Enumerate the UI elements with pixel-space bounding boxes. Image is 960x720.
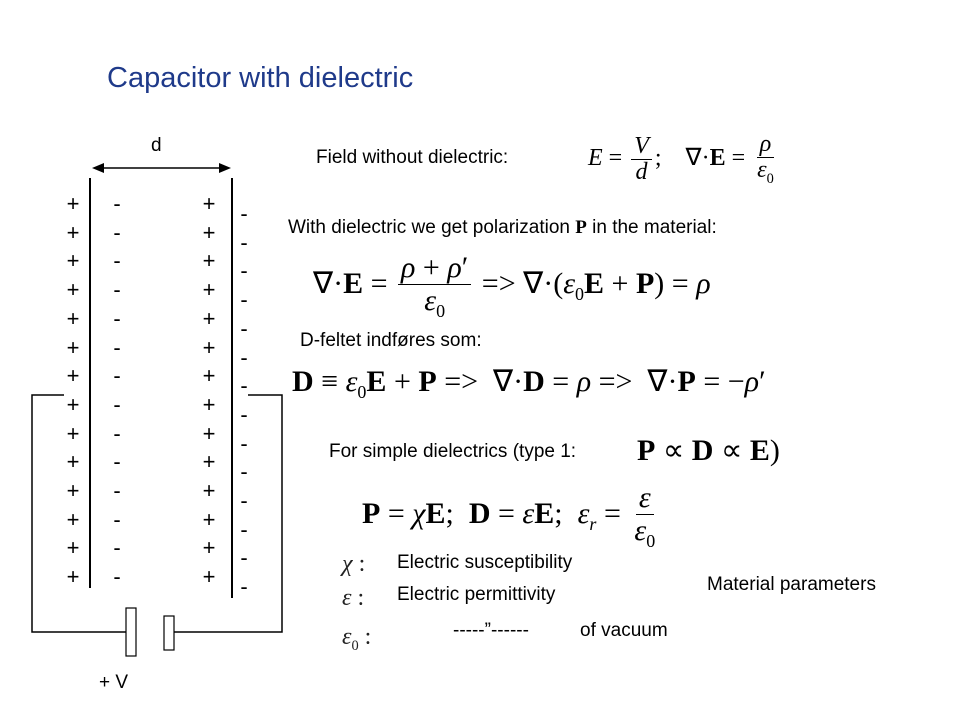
left-plate-charge: + xyxy=(66,535,80,561)
gap-arrow-right-head xyxy=(219,163,231,173)
dfield-definition-equation: D ≡ ε0E + P => ∇·D = ρ => ∇·P = −ρ′ xyxy=(292,365,766,402)
right-plate-charge: - xyxy=(240,229,248,255)
left-dielectric-charge: - xyxy=(113,535,121,561)
right-dielectric-charge: + xyxy=(202,391,216,417)
epsilon-symbol: ε : xyxy=(342,585,365,611)
right-plate-charge: - xyxy=(240,315,248,341)
right-plate-charges: -------------- xyxy=(234,200,254,602)
right-plate-charge: - xyxy=(240,430,248,456)
left-dielectric-charge: - xyxy=(113,191,121,216)
right-plate-charge: - xyxy=(240,287,248,313)
legend-chi-text: Electric susceptibility xyxy=(397,552,573,573)
battery-positive-plate xyxy=(125,607,137,657)
left-wire xyxy=(31,394,126,633)
left-plate-charge: + xyxy=(66,420,80,446)
left-dielectric-charge: - xyxy=(113,219,121,245)
left-dielectric-charge: - xyxy=(113,391,121,417)
polarization-post: in the material: xyxy=(592,217,717,238)
page-title: Capacitor with dielectric xyxy=(107,62,414,94)
left-dielectric-charge: - xyxy=(113,363,121,389)
left-dielectric-charge: - xyxy=(113,506,121,532)
right-plate-charge: - xyxy=(240,344,248,370)
voltage-label: + V xyxy=(99,672,129,693)
battery-negative-plate xyxy=(163,615,175,651)
simple-dielectrics-label: For simple dielectrics (type 1: xyxy=(329,441,577,462)
gap-label: d xyxy=(151,135,162,156)
right-plate-charge: - xyxy=(240,574,248,600)
left-plate-charge: + xyxy=(66,478,80,504)
proportionality-equation: P ∝ D ∝ E) xyxy=(637,434,780,467)
right-dielectric-charge: + xyxy=(202,219,216,245)
material-parameters-label: Material parameters xyxy=(707,574,876,595)
left-plate-charge: + xyxy=(66,363,80,389)
right-plate-charge: - xyxy=(240,488,248,514)
left-plate-charges: ++++++++++++++ xyxy=(63,190,83,592)
right-dielectric-charge: + xyxy=(202,506,216,532)
left-dielectric-charge: - xyxy=(113,449,121,475)
right-dielectric-charge: + xyxy=(202,449,216,475)
right-plate-charge: - xyxy=(240,373,248,399)
left-dielectric-charge: - xyxy=(113,478,121,504)
left-dielectric-charge: - xyxy=(113,277,121,303)
dfield-intro-label: D-feltet indføres som: xyxy=(300,330,482,351)
right-dielectric-charge: + xyxy=(202,248,216,274)
right-plate-charge: - xyxy=(240,545,248,571)
right-dielectric-charge: + xyxy=(202,363,216,389)
right-dielectric-charge: + xyxy=(202,420,216,446)
left-plate-charge: + xyxy=(66,449,80,475)
right-plate-charge: - xyxy=(240,258,248,284)
right-plate-charge: - xyxy=(240,459,248,485)
legend-eps-text: Electric permittivity xyxy=(397,584,556,605)
left-plate-charge: + xyxy=(66,305,80,331)
left-dielectric-charge: - xyxy=(113,420,121,446)
chi-symbol: χ : xyxy=(342,551,366,577)
right-dielectric-charges: ++++++++++++++ xyxy=(199,190,219,592)
left-plate-charge: + xyxy=(66,191,80,216)
left-plate-charge: + xyxy=(66,219,80,245)
left-dielectric-charge: - xyxy=(113,305,121,331)
gauss-dielectric-equation: ∇·E = ρ + ρ′ε0 => ∇·(ε0E + P) = ρ xyxy=(313,251,711,321)
right-plate-charge: - xyxy=(240,401,248,427)
left-plate-charge: + xyxy=(66,506,80,532)
polarization-pre: With dielectric we get polarization xyxy=(288,217,570,238)
right-wire xyxy=(174,394,283,633)
legend-eps0-ditto: -----”------ xyxy=(453,620,529,641)
right-dielectric-charge: + xyxy=(202,334,216,360)
left-plate-charge: + xyxy=(66,391,80,417)
epsilon0-symbol: ε0 : xyxy=(342,624,372,654)
right-dielectric-charge: + xyxy=(202,277,216,303)
left-plate-charge: + xyxy=(66,248,80,274)
left-plate-charge: + xyxy=(66,564,80,590)
right-plate-charge: - xyxy=(240,201,248,226)
polarization-sentence: With dielectric we get polarization P in… xyxy=(288,217,717,239)
polarization-symbol: P xyxy=(575,217,587,238)
right-dielectric-charge: + xyxy=(202,305,216,331)
right-dielectric-charge: + xyxy=(202,478,216,504)
right-plate-charge: - xyxy=(240,516,248,542)
left-dielectric-charge: - xyxy=(113,564,121,590)
left-plate-charge: + xyxy=(66,277,80,303)
field-without-label: Field without dielectric: xyxy=(316,147,509,168)
right-dielectric-charge: + xyxy=(202,564,216,590)
left-dielectric-charges: -------------- xyxy=(107,190,127,592)
gap-arrow-left-head xyxy=(92,163,104,173)
left-dielectric-charge: - xyxy=(113,248,121,274)
right-dielectric-charge: + xyxy=(202,535,216,561)
left-plate-charge: + xyxy=(66,334,80,360)
legend-eps0-text: of vacuum xyxy=(580,620,668,641)
left-dielectric-charge: - xyxy=(113,334,121,360)
right-dielectric-charge: + xyxy=(202,191,216,216)
